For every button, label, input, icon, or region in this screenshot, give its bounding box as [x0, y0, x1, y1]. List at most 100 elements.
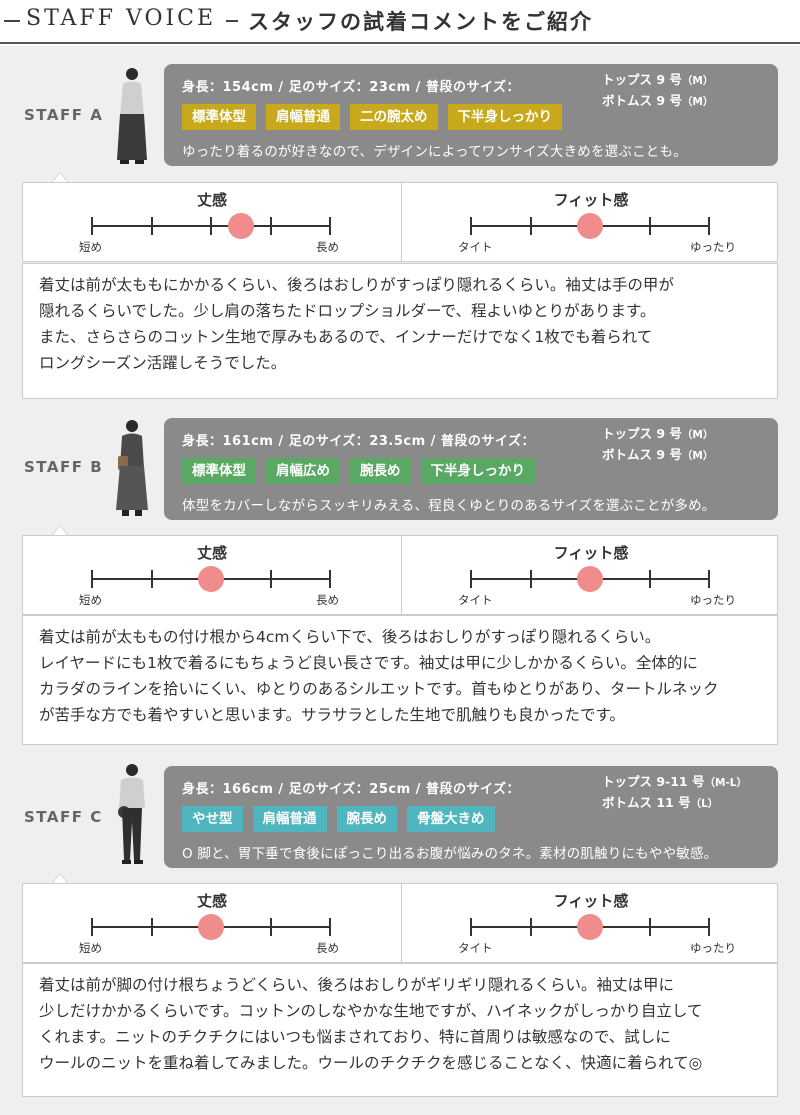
staff-a-tag: 標準体型 — [182, 104, 256, 130]
length-gauge-min-label: 短め — [79, 941, 102, 955]
gauge-tick — [269, 217, 272, 235]
staff-a-fit-gauge: フィット感 タイト ゆったり — [402, 183, 780, 261]
gauge-tick — [150, 570, 153, 588]
staff-c-gauges: 丈感 短め 長め フィット感 タイト ゆったり — [22, 883, 778, 963]
staff-c-profile: 身長：166cm / 足のサイズ：25cm / 普段のサイズ： — [182, 782, 521, 797]
gauge-tick — [470, 918, 472, 936]
length-gauge-min-label: 短め — [79, 240, 102, 254]
staff-a-tag: 肩幅普通 — [266, 104, 340, 130]
fit-gauge-title: フィット感 — [553, 544, 629, 562]
staff-c-tag: 骨盤大きめ — [407, 806, 495, 832]
staff-b-tag: 腕長め — [350, 458, 411, 484]
gauge-marker — [198, 914, 224, 940]
staff-a-tag: 二の腕太め — [350, 104, 438, 130]
fit-gauge-min-label: タイト — [458, 941, 493, 955]
staff-b-label: STAFF B — [24, 458, 104, 476]
length-gauge-min-label: 短め — [79, 593, 102, 607]
comment-line: 着丈は前が太ももにかかるくらい、後ろはおしりがすっぽり隠れるくらい。袖丈は手の甲… — [39, 276, 674, 294]
comment-line: レイヤードにも1枚で着るにもちょうど良い長さです。袖丈は甲に少しかかるくらい。全… — [39, 654, 698, 672]
gauge-tick — [150, 217, 153, 235]
gauge-tick — [529, 918, 532, 936]
gauge-tick — [708, 570, 710, 588]
gauge-tick — [91, 918, 93, 936]
header-title-jp: スタッフの試着コメントをご紹介 — [248, 10, 593, 34]
staff-a-tags: 標準体型 肩幅普通 二の腕太め 下半身しっかり — [182, 104, 562, 130]
staff-b-tag: 肩幅広め — [266, 458, 340, 484]
fit-gauge-min-label: タイト — [458, 240, 493, 254]
staff-b-profile: 身長：161cm / 足のサイズ：23.5cm / 普段のサイズ： — [182, 434, 536, 449]
gauge-tick — [329, 918, 331, 936]
staff-c-tag: やせ型 — [182, 806, 243, 832]
gauge-marker — [577, 914, 603, 940]
staff-a-bottoms-size: （M） — [681, 96, 714, 108]
staff-b-info-box: 身長：161cm / 足のサイズ：23.5cm / 普段のサイズ： トップス 9… — [164, 418, 778, 520]
length-gauge-title: 丈感 — [196, 544, 227, 562]
gauge-tick — [648, 918, 651, 936]
staff-a-gauges: 丈感 短め 長め フィット感 タイト ゆったり — [22, 182, 778, 262]
gauge-tick — [470, 570, 472, 588]
comment-line: 少しだけかかるくらいです。コットンのしなやかな生地ですが、ハイネックがしっかり自… — [39, 1002, 703, 1020]
gauge-tick — [648, 217, 651, 235]
staff-c-tops-size: （M-L） — [704, 777, 747, 789]
staff-b-bottoms-size: （M） — [681, 450, 714, 462]
comment-line: 着丈は前が脚の付け根ちょうどくらい、後ろはおしりがギリギリ隠れるくらい。袖丈は甲… — [39, 976, 675, 994]
staff-b-tag: 標準体型 — [182, 458, 256, 484]
staff-b-photo — [110, 418, 154, 518]
staff-b-gauges: 丈感 短め 長め フィット感 タイト ゆったり — [22, 535, 778, 615]
gauge-tick — [470, 217, 472, 235]
fit-gauge-title: フィット感 — [553, 191, 629, 209]
comment-line: が苦手な方でも着やすいと思います。サラサラとした生地で肌触りも良かったです。 — [39, 706, 625, 724]
gauge-marker — [577, 213, 603, 239]
comment-line: 隠れるくらいでした。少し肩の落ちたドロップショルダーで、程よいゆとりがあります。 — [39, 302, 656, 320]
staff-c-fit-gauge: フィット感 タイト ゆったり — [402, 884, 780, 962]
staff-a-photo — [110, 66, 154, 166]
staff-c-comment: 着丈は前が脚の付け根ちょうどくらい、後ろはおしりがギリギリ隠れるくらい。袖丈は甲… — [22, 963, 778, 1097]
staff-b-tags: 標準体型 肩幅広め 腕長め 下半身しっかり — [182, 458, 535, 484]
staff-c-label: STAFF C — [24, 808, 103, 826]
staff-a-caret — [52, 172, 68, 182]
staff-a-bottoms: ボトムス 9 号 — [602, 93, 682, 108]
length-gauge-max-label: 長め — [316, 240, 339, 254]
staff-a-tops: トップス 9 号 — [602, 72, 682, 87]
staff-a-comment: 着丈は前が太ももにかかるくらい、後ろはおしりがすっぽり隠れるくらい。袖丈は手の甲… — [22, 263, 778, 399]
staff-c-tops: トップス 9-11 号 — [602, 774, 705, 789]
staff-c-bottoms: ボトムス 11 号 — [602, 795, 691, 810]
gauge-divider — [401, 536, 402, 614]
staff-a-description: ゆったり着るのが好きなので、デザインによってワンサイズ大きめを選ぶことも。 — [182, 144, 687, 160]
fit-gauge-max-label: ゆったり — [690, 941, 736, 955]
staff-c-tag: 肩幅普通 — [252, 806, 327, 832]
comment-line: 着丈は前が太ももの付け根から4cmくらい下で、後ろはおしりがすっぽり隠れるくらい… — [39, 628, 661, 646]
gauge-marker — [577, 566, 603, 592]
staff-a-profile: 身長：154cm / 足のサイズ：23cm / 普段のサイズ： — [182, 80, 521, 95]
staff-a-tops-size: （M） — [681, 75, 714, 87]
staff-b-tag: 下半身しっかり — [420, 458, 535, 484]
comment-line: また、さらさらのコットン生地で厚みもあるので、インナーだけでなく1枚でも着られて — [39, 328, 653, 346]
comment-line: カラダのラインを拾いにくい、ゆとりのあるシルエットです。首もゆとりがあり、タート… — [39, 680, 719, 698]
gauge-divider — [401, 884, 402, 962]
gauge-tick — [529, 217, 532, 235]
header-dash-left — [4, 20, 20, 22]
gauge-tick — [269, 918, 272, 936]
fit-gauge-title: フィット感 — [553, 892, 629, 910]
staff-c-caret — [52, 873, 68, 883]
fit-gauge-max-label: ゆったり — [690, 240, 736, 254]
staff-b-comment: 着丈は前が太ももの付け根から4cmくらい下で、後ろはおしりがすっぽり隠れるくらい… — [22, 615, 778, 745]
gauge-tick — [329, 217, 331, 235]
staff-c-bottoms-size: （L） — [690, 798, 719, 810]
gauge-tick — [708, 918, 710, 936]
header-title-en: STAFF VOICE — [26, 6, 217, 31]
staff-b-bottoms: ボトムス 9 号 — [602, 447, 682, 462]
staff-b-fit-gauge: フィット感 タイト ゆったり — [402, 536, 780, 614]
staff-c-sizes: トップス 9-11 号（M-L） ボトムス 11 号（L） — [602, 772, 747, 814]
comment-line: くれます。ニットのチクチクにはいつも悩まされており、特に首周りは敏感なので、試し… — [39, 1028, 671, 1046]
staff-b-description: 体型をカバーしながらスッキリみえる、程良くゆとりのあるサイズを選ぶことが多め。 — [182, 498, 716, 514]
gauge-marker — [227, 213, 254, 239]
staff-b-tops: トップス 9 号 — [602, 426, 682, 441]
staff-c-info-box: 身長：166cm / 足のサイズ：25cm / 普段のサイズ： トップス 9-1… — [164, 766, 778, 868]
fit-gauge-min-label: タイト — [458, 593, 493, 607]
section-header: STAFF VOICE スタッフの試着コメントをご紹介 — [0, 0, 800, 44]
length-gauge-title: 丈感 — [196, 892, 227, 910]
gauge-tick — [269, 570, 272, 588]
gauge-tick — [329, 570, 331, 588]
header-dash-mid — [226, 20, 238, 22]
